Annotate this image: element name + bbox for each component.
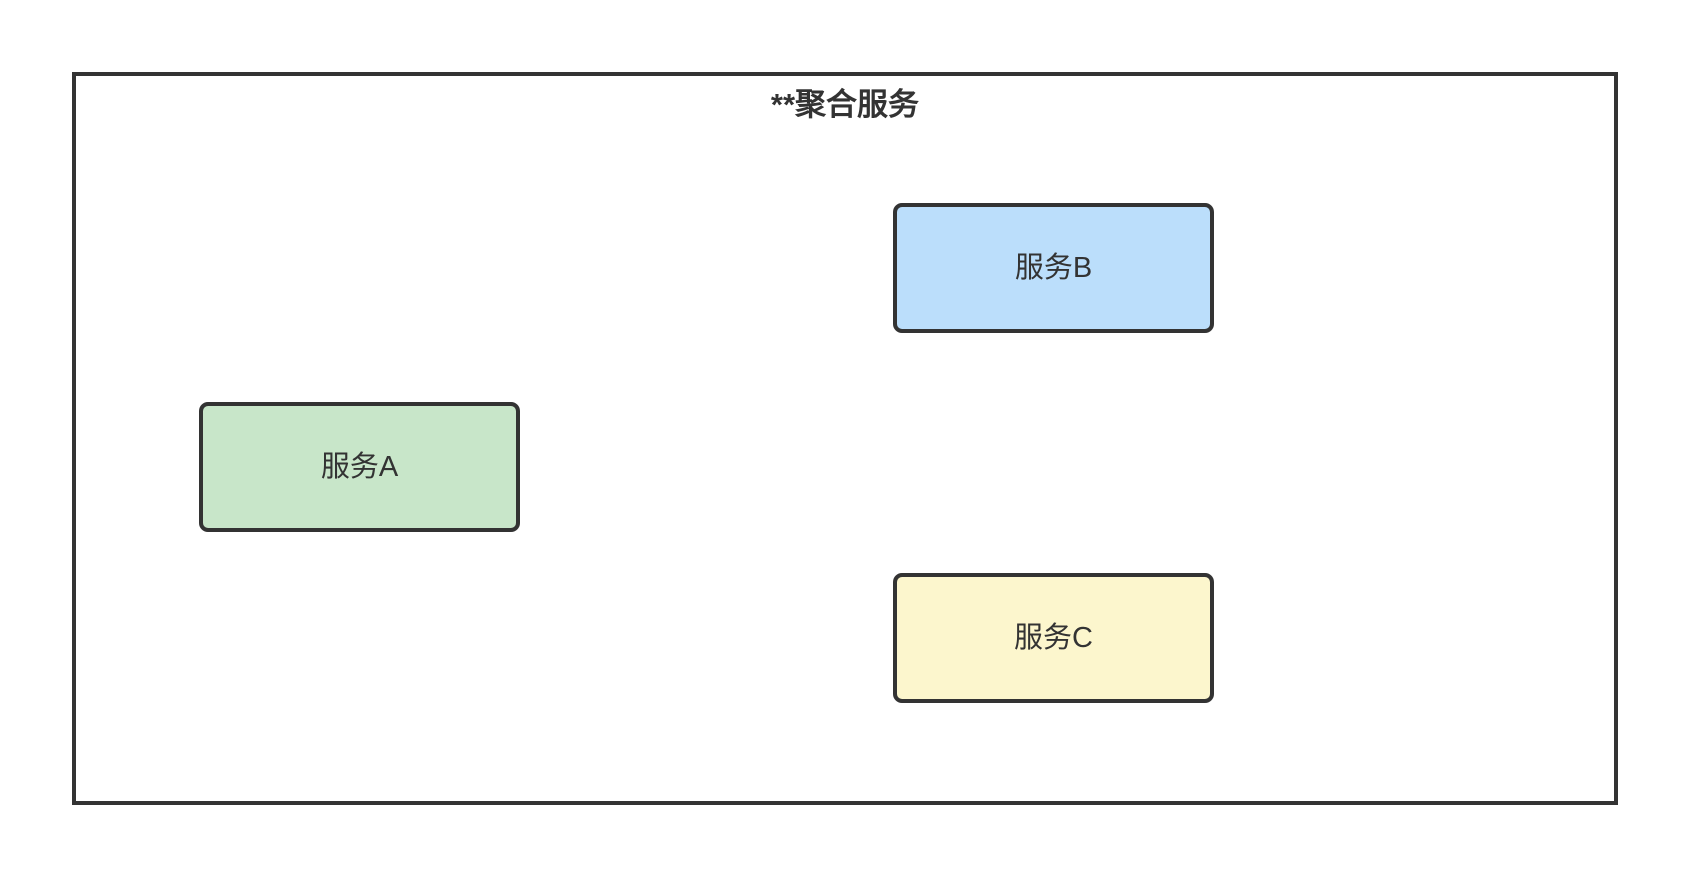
node-service-c-label: 服务C (1014, 621, 1093, 654)
node-service-c[interactable]: 服务C (893, 573, 1214, 703)
node-service-a[interactable]: 服务A (199, 402, 520, 532)
node-service-a-label: 服务A (320, 450, 399, 483)
node-service-b[interactable]: 服务B (893, 203, 1214, 333)
cluster-title: **聚合服务 (770, 87, 920, 122)
node-service-b-label: 服务B (1014, 251, 1093, 284)
